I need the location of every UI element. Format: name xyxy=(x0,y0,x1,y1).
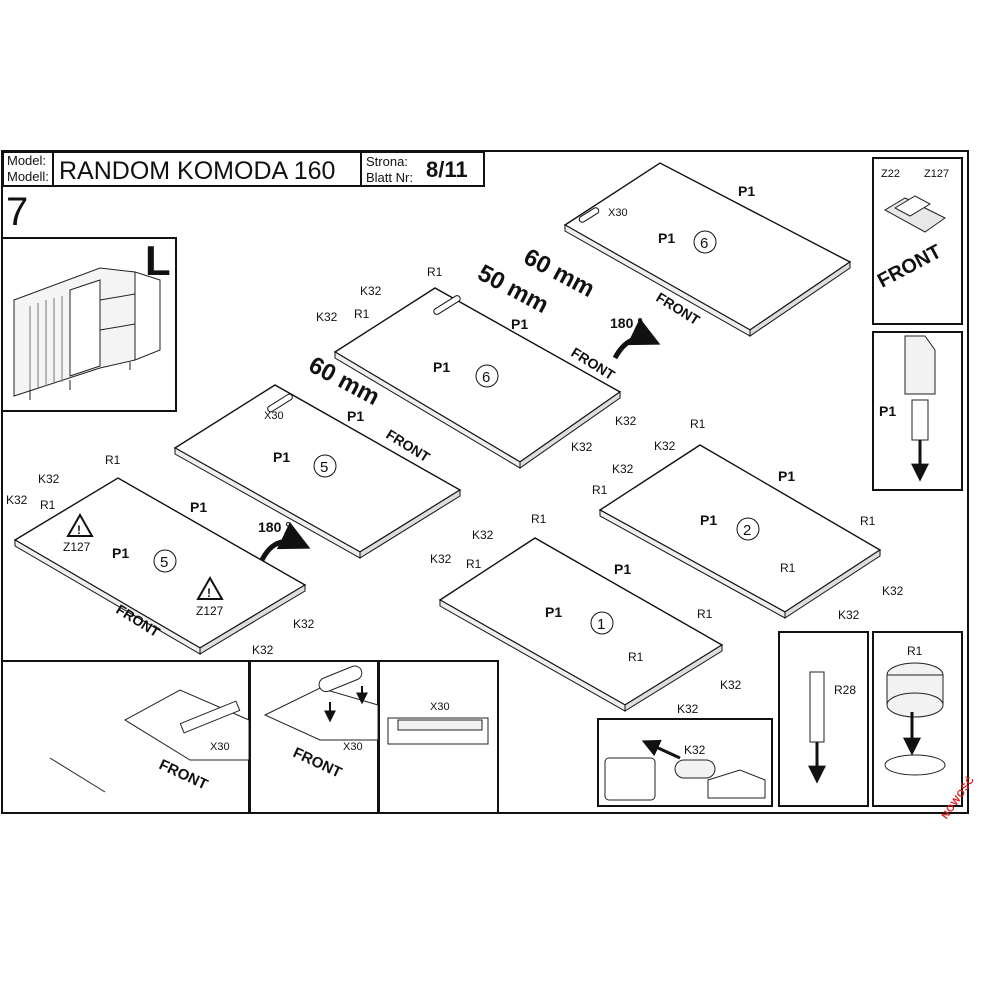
p1-label: P1 xyxy=(347,408,364,424)
screw-detail-drawing xyxy=(808,671,826,784)
r1-label: R1 xyxy=(780,561,796,575)
overview-side-letter: L xyxy=(145,237,171,284)
p1-label: P1 xyxy=(700,512,717,528)
k32-label: K32 xyxy=(430,552,452,566)
model-name: RANDOM KOMODA 160 xyxy=(59,157,336,185)
x30-label: X30 xyxy=(608,207,628,219)
k32-label: K32 xyxy=(252,643,274,657)
p1-label: P1 xyxy=(112,545,129,561)
k32-label: K32 xyxy=(571,440,593,454)
z127-label: Z127 xyxy=(196,604,224,618)
k32-label: K32 xyxy=(6,493,28,507)
rotation-label-right: 180 ° xyxy=(610,315,643,331)
k32-label: K32 xyxy=(654,439,676,453)
r1-label: R1 xyxy=(628,650,644,664)
page-number: 8/11 xyxy=(426,157,468,182)
rotation-indicator-right: 180 ° xyxy=(610,315,661,360)
x30-label: X30 xyxy=(210,741,230,753)
p1-label: P1 xyxy=(545,604,562,620)
p1-label: P1 xyxy=(614,561,631,577)
warning-icon: ! xyxy=(196,575,224,600)
hinge-plate-drawing xyxy=(883,195,946,233)
r1-callouts: R1 R1 R1 R1 R1 R1 R1 R1 R1 R1 R1 R1 xyxy=(40,265,876,664)
model-label-de: Modell: xyxy=(7,169,49,184)
page-label-de: Blatt Nr: xyxy=(366,170,413,185)
panel-middle-left: 5 FRONT xyxy=(173,384,462,559)
x30-label: X30 xyxy=(343,741,363,753)
r1-label: R1 xyxy=(354,307,370,321)
k32-label: K32 xyxy=(38,472,60,486)
rotation-indicator-left: 180 ° xyxy=(258,519,311,562)
r1-label: R1 xyxy=(860,514,876,528)
p1-label: P1 xyxy=(879,403,896,419)
rotation-label-left: 180 ° xyxy=(258,519,291,535)
hinge-detail-box xyxy=(872,157,963,325)
panel-number-left: 5 xyxy=(160,554,168,571)
k32-label: K32 xyxy=(472,528,494,542)
p1-callouts: P1 P1 P1 P1 P1 P1 P1 P1 P1 P1 P1 P1 xyxy=(112,183,795,620)
r1-label: R1 xyxy=(592,483,608,497)
k32-label: K32 xyxy=(293,617,315,631)
k32-label: K32 xyxy=(316,310,338,324)
p1-label: P1 xyxy=(738,183,755,199)
p1-label: P1 xyxy=(273,449,290,465)
svg-text:!: ! xyxy=(77,523,81,537)
warning-icon: ! xyxy=(66,512,94,537)
r1-label: R1 xyxy=(690,417,706,431)
r1-label: R1 xyxy=(427,265,443,279)
r1-label: R1 xyxy=(531,512,547,526)
p1-label: P1 xyxy=(511,316,528,332)
bottom-detail-drawing-4 xyxy=(604,739,766,801)
panel-top-right: 6 FRONT xyxy=(563,162,852,337)
cam-detail-drawing xyxy=(884,662,946,776)
r1-label: R1 xyxy=(105,453,121,467)
svg-text:!: ! xyxy=(207,586,211,600)
model-label-pl: Model: xyxy=(7,153,47,168)
panel-number-center: 1 xyxy=(597,616,605,633)
k32-label: K32 xyxy=(838,608,860,622)
z127-label: Z127 xyxy=(924,168,949,180)
r1-label: R1 xyxy=(466,557,482,571)
overview-cabinet-drawing xyxy=(13,267,161,400)
panel-left: 5 FRONT xyxy=(13,477,307,655)
k32-label: K32 xyxy=(615,414,637,428)
k32-label: K32 xyxy=(360,284,382,298)
k32-label: K32 xyxy=(612,462,634,476)
k32-callouts: K32 K32 K32 K32 K32 K32 K32 K32 K32 K32 … xyxy=(6,284,904,716)
p1-label: P1 xyxy=(778,468,795,484)
panel-number-right-middle: 2 xyxy=(743,522,751,539)
dowel-detail-drawing xyxy=(904,335,936,482)
bottom-detail-drawing-3 xyxy=(387,717,489,745)
k32-label: K32 xyxy=(882,584,904,598)
panel-right-middle: 2 xyxy=(598,444,882,619)
p1-label: P1 xyxy=(190,499,207,515)
r28-label: R28 xyxy=(834,683,856,697)
k32-label: K32 xyxy=(684,743,706,757)
step-number: 7 xyxy=(6,190,28,234)
page-label-pl: Strona: xyxy=(366,154,408,169)
cam-detail-box xyxy=(872,631,963,807)
panel-number-middle-left: 5 xyxy=(320,459,328,476)
panel-number-top-right: 6 xyxy=(700,235,708,252)
r1-label: R1 xyxy=(907,644,923,658)
z22-label: Z22 xyxy=(881,168,900,180)
p1-label: P1 xyxy=(658,230,675,246)
p1-label: P1 xyxy=(433,359,450,375)
panel-center: 1 xyxy=(438,537,724,712)
r1-label: R1 xyxy=(697,607,713,621)
r1-label: R1 xyxy=(40,498,56,512)
x30-label: X30 xyxy=(264,410,284,422)
z127-label: Z127 xyxy=(63,540,91,554)
panel-number-upper-middle: 6 xyxy=(482,369,490,386)
k32-label: K32 xyxy=(677,702,699,716)
k32-label: K32 xyxy=(720,678,742,692)
x30-label: X30 xyxy=(430,701,450,713)
